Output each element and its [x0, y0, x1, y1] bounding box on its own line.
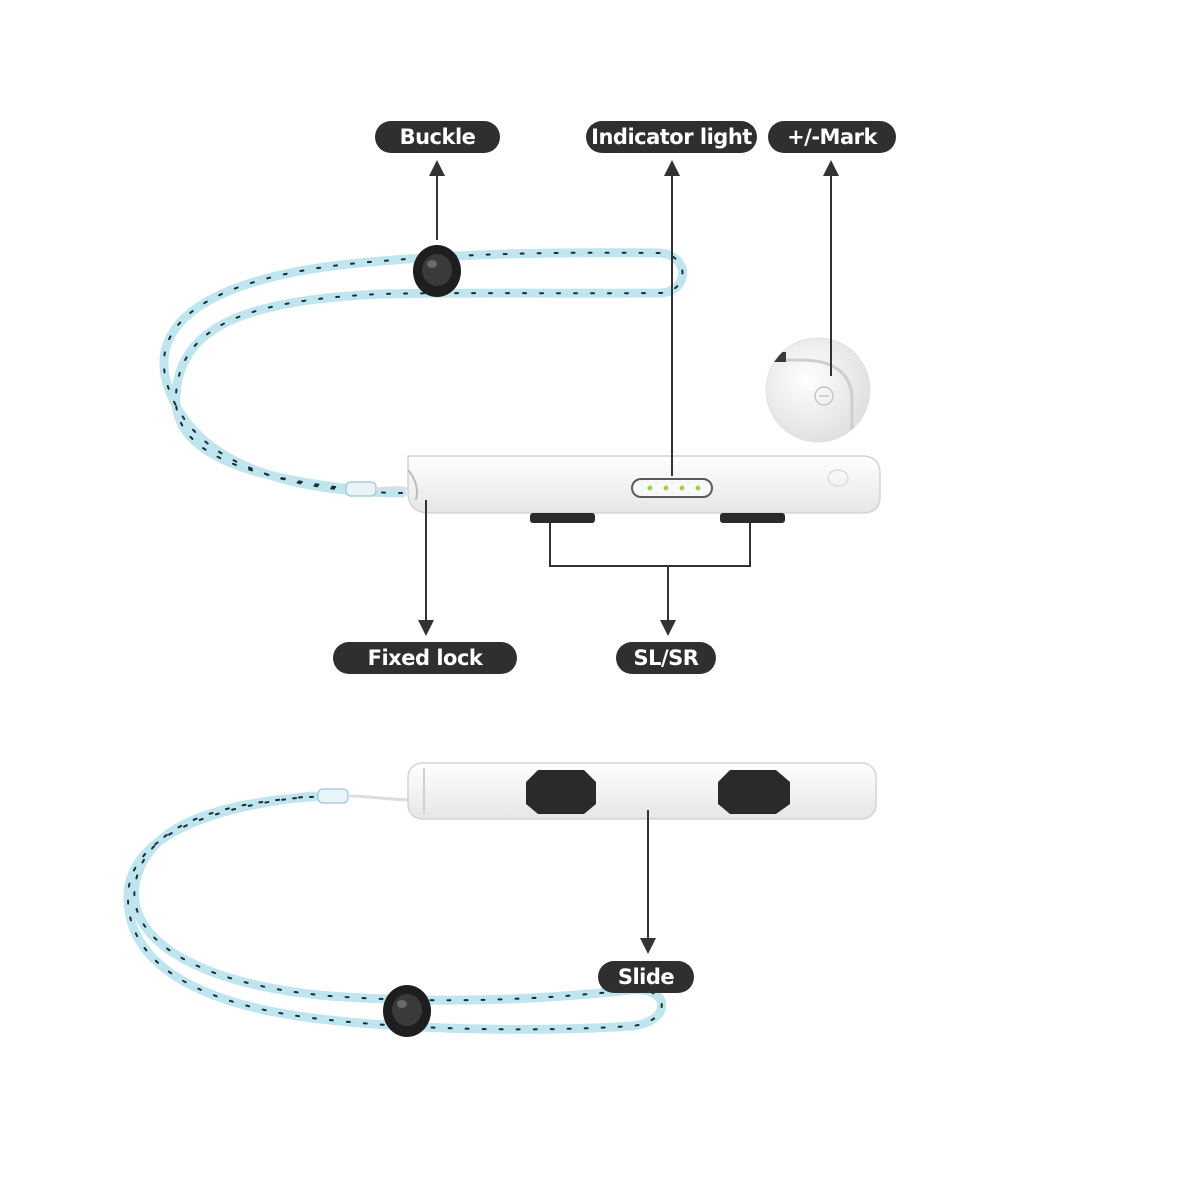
buckle-icon — [413, 245, 461, 297]
slide-button-left-icon — [526, 770, 596, 814]
sr-button-icon — [720, 513, 785, 523]
sl-button-icon — [530, 513, 595, 523]
sl-sr-label: SL/SR — [616, 642, 716, 674]
fixed-lock-label: Fixed lock — [333, 642, 517, 674]
sl-sr-label-text: SL/SR — [633, 646, 699, 670]
slide-button-right-icon — [718, 770, 790, 814]
bottom-buckle-icon — [383, 985, 431, 1037]
indicator-light-label-text: Indicator light — [591, 125, 752, 149]
minus-mark-zoom — [765, 337, 871, 443]
slide-label: Slide — [598, 961, 694, 993]
slide-label-text: Slide — [617, 965, 675, 989]
buckle-label-text: Buckle — [399, 125, 476, 149]
plus-minus-mark-label-text: +/-Mark — [787, 125, 877, 149]
slsr-bracket — [549, 523, 751, 567]
controller-top-view — [407, 455, 881, 523]
buckle-label: Buckle — [375, 121, 500, 153]
minus-circle-icon — [814, 386, 834, 406]
indicator-light-icon — [631, 478, 713, 498]
controller-slide-view — [407, 762, 877, 820]
top-strap — [159, 248, 687, 498]
fixed-lock-label-text: Fixed lock — [367, 646, 483, 670]
plus-minus-mark-label: +/-Mark — [768, 121, 896, 153]
indicator-light-label: Indicator light — [586, 121, 757, 153]
